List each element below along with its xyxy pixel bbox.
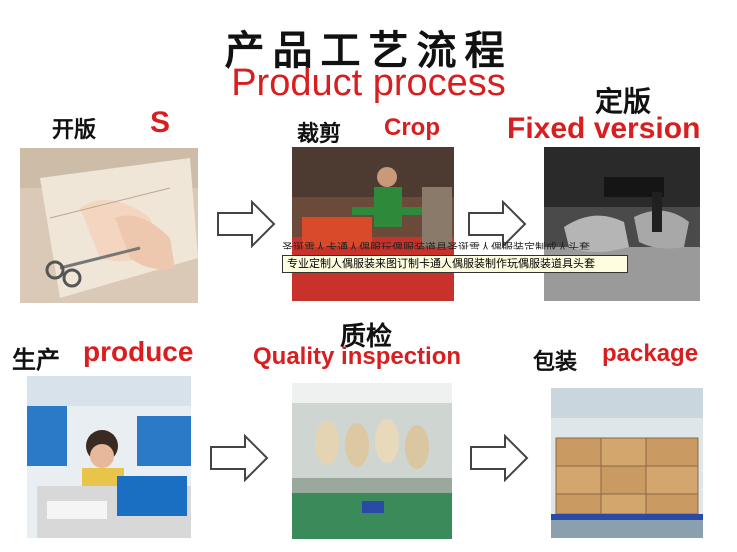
title-chinese: 产品工艺流程 — [224, 27, 513, 74]
step-4-en-label: produce — [83, 336, 194, 367]
step-5-cn-label: 质检 — [340, 322, 393, 352]
arrow-right-icon-2 — [468, 200, 527, 248]
photo-quality-inspection — [292, 383, 452, 539]
photo-fixed-version — [544, 147, 700, 301]
photo-production — [27, 376, 191, 538]
arrow-right-icon-3 — [210, 434, 269, 482]
step-6-en-label: package — [602, 340, 699, 367]
step-5-en-label: Quality inspection — [253, 343, 462, 370]
step-2-cn-label: 裁剪 — [297, 122, 342, 147]
tooltip-ghost-text: 圣诞雪人卡通人偶服玩偶服装道具圣诞雪人偶服装定制成人头套 — [282, 241, 590, 254]
arrow-right-icon-4 — [470, 434, 529, 482]
step-4-cn-label: 生产 — [12, 346, 60, 374]
tooltip: 专业定制人偶服装来图订制卡通人偶服装制作玩偶服装道具头套 — [282, 255, 628, 273]
step-3-cn-label: 定版 — [595, 85, 652, 118]
step-1-en-label: S — [150, 106, 171, 139]
step-6-cn-label: 包装 — [533, 350, 578, 375]
step-3-en-label: Fixed version — [507, 112, 701, 145]
title-english: Product process — [231, 62, 506, 104]
step-1-cn-label: 开版 — [52, 118, 97, 143]
photo-packaging — [551, 388, 703, 538]
step-2-en-label: Crop — [384, 114, 440, 141]
photo-pattern-making — [20, 148, 198, 303]
arrow-right-icon-1 — [217, 200, 276, 248]
photo-cutting — [292, 147, 454, 301]
